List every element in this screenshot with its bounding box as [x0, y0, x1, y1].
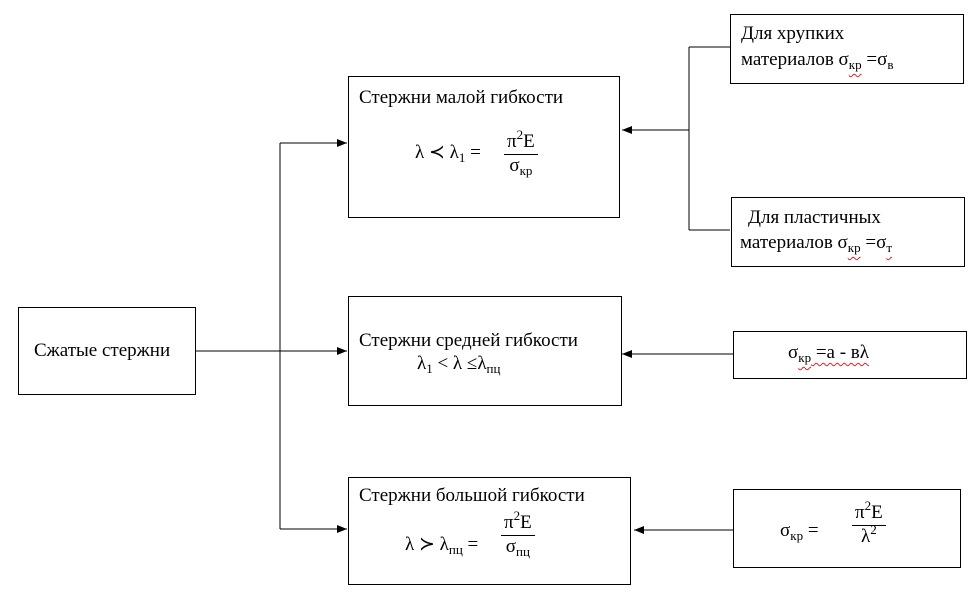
- high-formula-fraction: π2E λ2: [852, 498, 886, 549]
- low-flex-title: Стержни малой гибкости: [359, 87, 564, 108]
- plastic-line1: Для пластичных: [748, 207, 881, 228]
- mid-formula: σкр =а - вλ: [788, 342, 869, 365]
- mid-flex-formula: λ1 < λ ≤λпц: [417, 353, 501, 376]
- low-flex-formula: λ ≺ λ1 =: [415, 142, 481, 165]
- high-flex-title: Стержни большой гибкости: [359, 485, 585, 506]
- low-flex-box: Стержни малой гибкости λ ≺ λ1 = π2E σкр: [348, 76, 620, 218]
- plastic-box: Для пластичных материалов σкр =σт: [731, 197, 965, 267]
- mid-flex-box: Стержни средней гибкости λ1 < λ ≤λпц: [348, 296, 622, 406]
- brittle-line1: Для хрупких: [741, 23, 845, 44]
- high-flex-formula: λ ≻ λпц =: [405, 534, 479, 557]
- plastic-line2: материалов σкр =σт: [740, 232, 893, 255]
- high-formula-lhs: σкр =: [780, 520, 819, 543]
- high-flex-box: Стержни большой гибкости λ ≻ λпц = π2E σ…: [348, 477, 631, 585]
- low-flex-fraction: π2E σкр: [504, 127, 538, 178]
- root-box: Сжатые стержни: [18, 307, 196, 395]
- mid-flex-title: Стержни средней гибкости: [359, 330, 578, 351]
- high-formula-box: σкр = π2E λ2: [733, 489, 961, 568]
- root-label: Сжатые стержни: [34, 340, 171, 361]
- high-flex-fraction: π2E σпц: [501, 508, 535, 559]
- mid-formula-box: σкр =а - вλ: [733, 331, 967, 379]
- brittle-line2: материалов σкр =σв: [741, 49, 894, 72]
- brittle-box: Для хрупких материалов σкр =σв: [730, 14, 964, 84]
